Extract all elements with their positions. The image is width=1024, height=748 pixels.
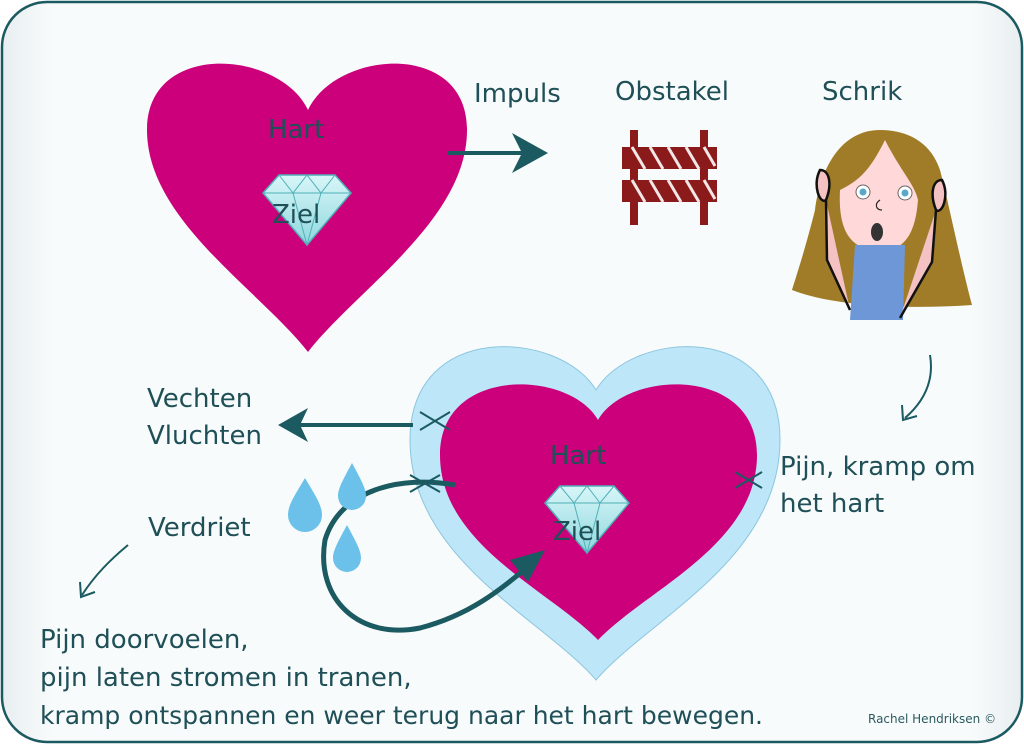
fight-label: Vechten bbox=[147, 384, 253, 414]
fright-label: Schrik bbox=[822, 77, 903, 107]
pain-label-line1: Pijn, kramp om bbox=[780, 452, 976, 482]
tears-icon bbox=[288, 463, 366, 572]
arrow-loop bbox=[321, 479, 545, 633]
grief-label: Verdriet bbox=[148, 513, 251, 543]
obstacle-icon bbox=[622, 130, 717, 225]
cross-marks bbox=[409, 411, 763, 493]
arrow-vechten bbox=[278, 408, 413, 442]
credit: Rachel Hendriksen © bbox=[868, 712, 997, 726]
bottom-text-line1: Pijn doorvoelen, bbox=[40, 625, 249, 655]
soul-bottom-label: Ziel bbox=[553, 517, 602, 547]
scared-girl-icon bbox=[792, 130, 972, 320]
diamond-icon-top bbox=[262, 174, 352, 247]
pain-label-line2: het hart bbox=[780, 489, 885, 519]
diamond-icon-bottom bbox=[544, 485, 630, 555]
heart-top-label: Hart bbox=[268, 115, 325, 145]
arrow-small-left bbox=[81, 544, 129, 596]
arrowhead-small-left bbox=[79, 581, 96, 599]
flight-label: Vluchten bbox=[147, 421, 262, 451]
soul-top-label: Ziel bbox=[272, 200, 321, 230]
arrow-small-right bbox=[904, 354, 932, 419]
impulse-label: Impuls bbox=[474, 79, 561, 109]
arrow-impuls bbox=[447, 133, 548, 173]
bottom-text-line3: kramp ontspannen en weer terug naar het … bbox=[40, 701, 763, 730]
obstacle-label: Obstakel bbox=[615, 77, 729, 107]
arrowhead-small-right bbox=[901, 404, 918, 422]
heart-bottom-label: Hart bbox=[550, 441, 607, 471]
bottom-text-line2: pijn laten stromen in tranen, bbox=[40, 663, 412, 693]
